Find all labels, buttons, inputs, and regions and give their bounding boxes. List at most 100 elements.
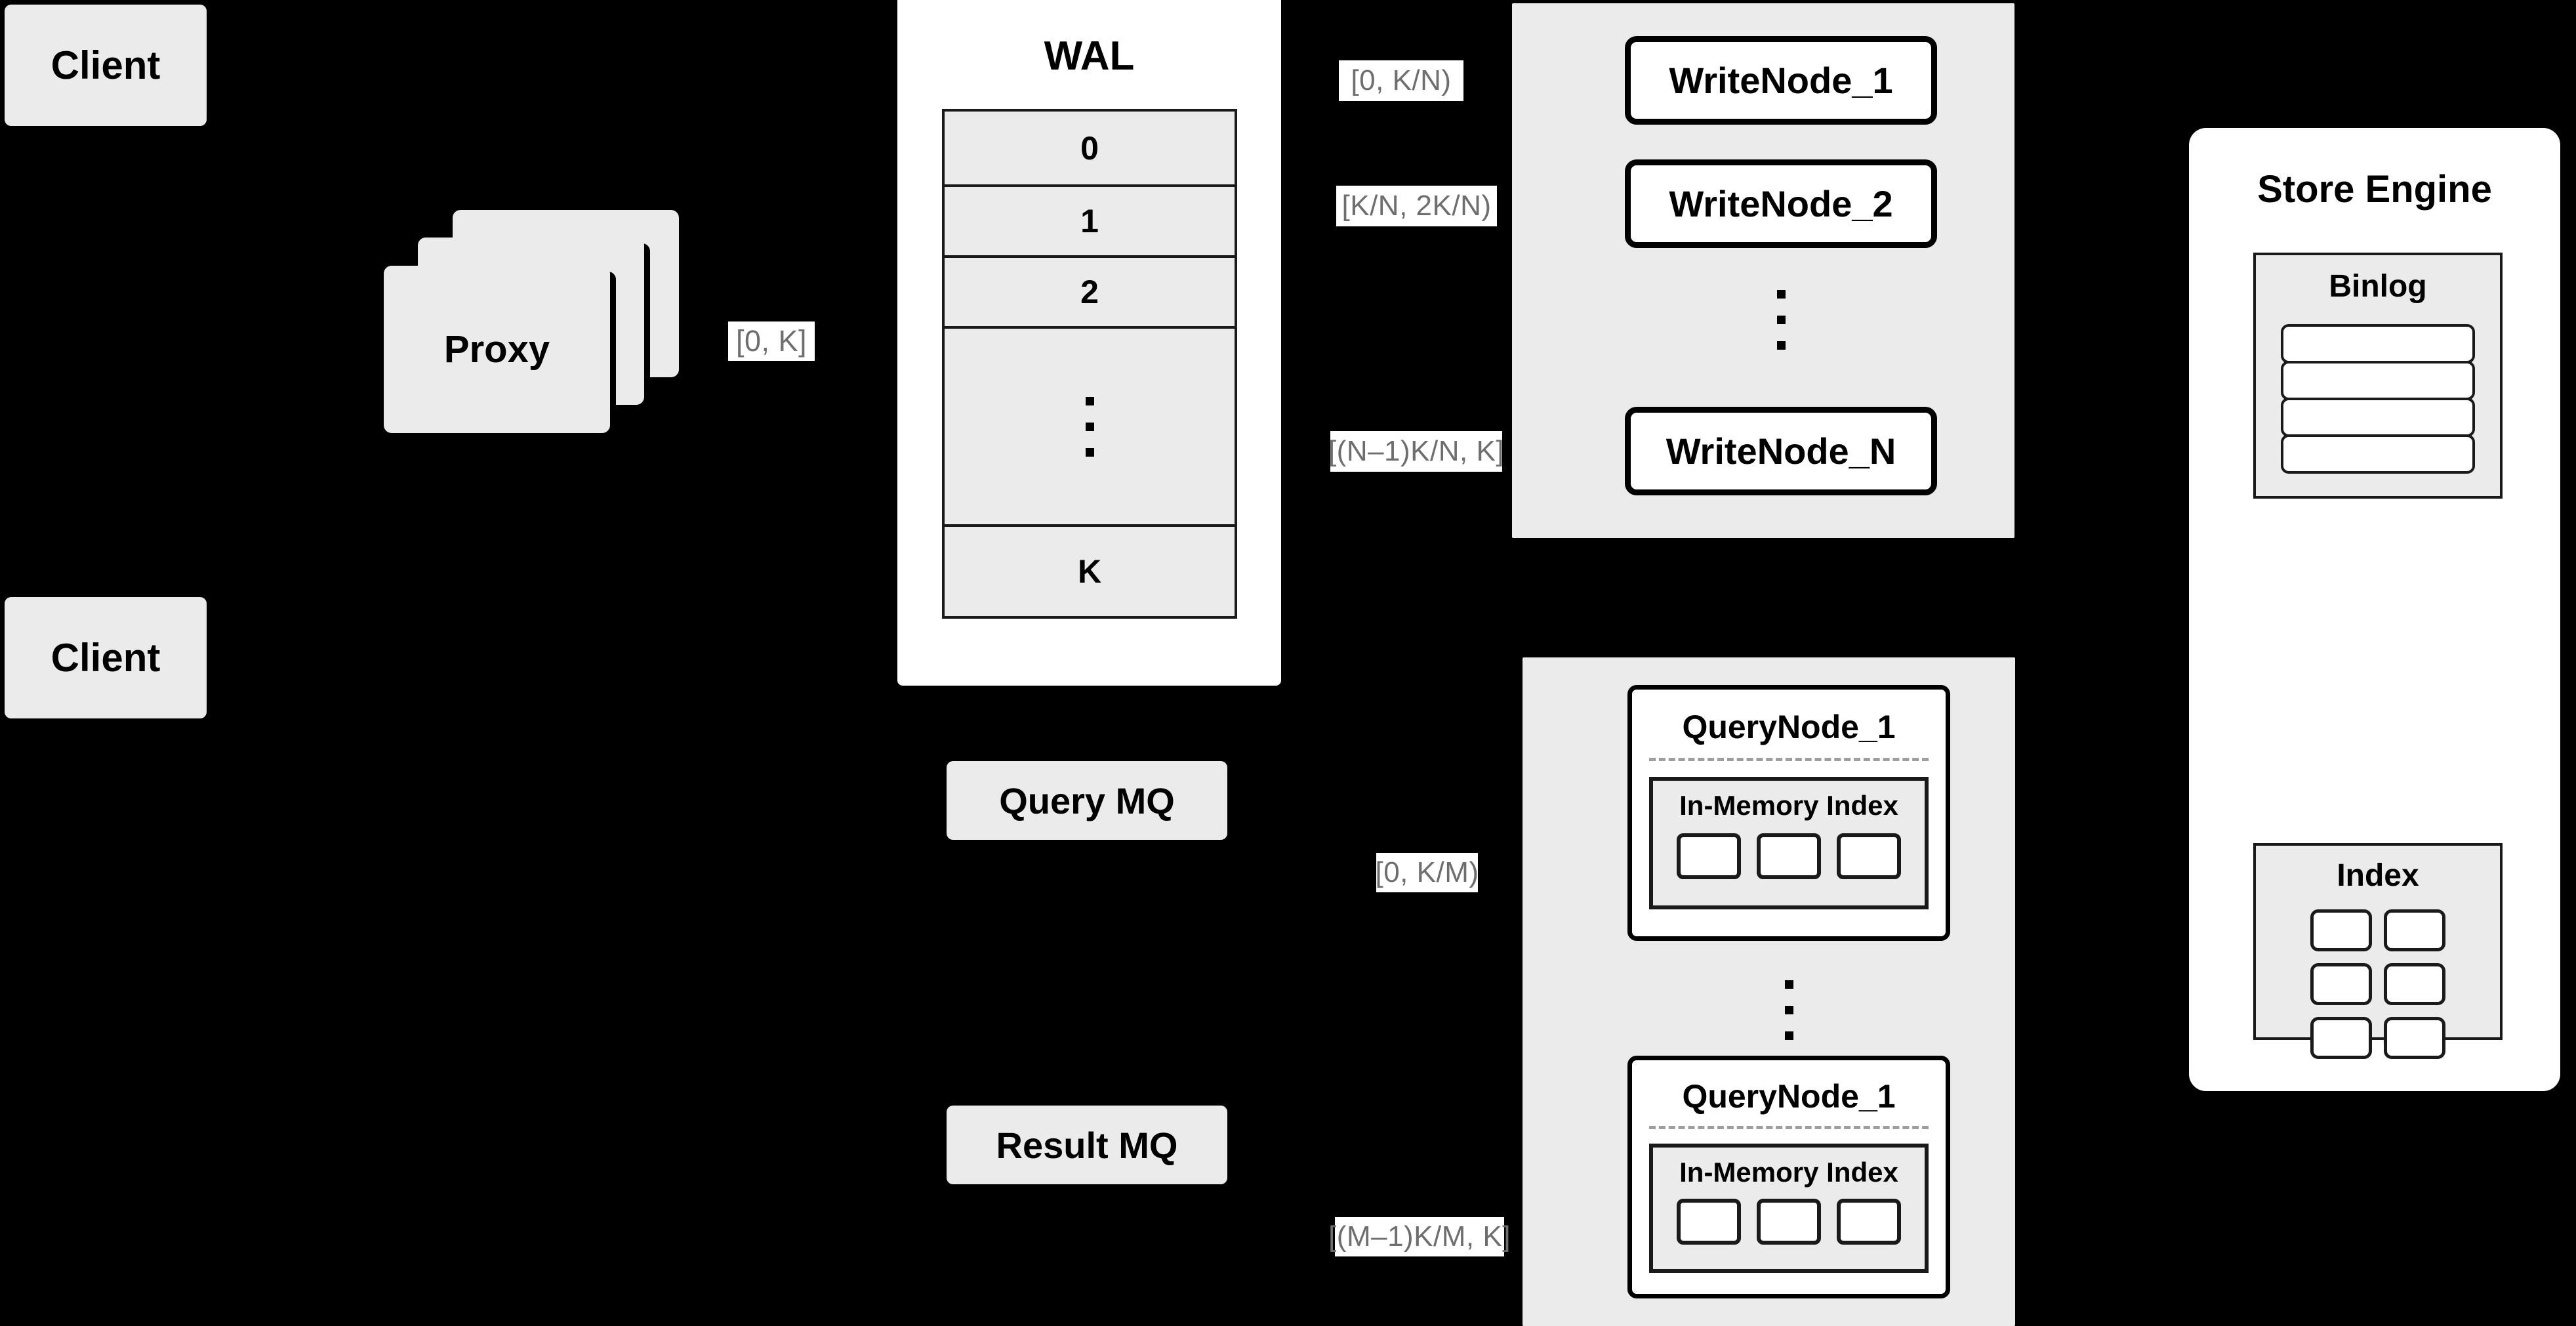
query-node-1-title-text: QueryNode_1 <box>1682 709 1896 745</box>
index-cell-6[interactable] <box>2384 1017 2445 1059</box>
range-label-query-m-text: [(M–1)K/M, K] <box>1328 1220 1511 1253</box>
open-arrow-head-index <box>2154 935 2195 972</box>
client-label-1: Client <box>51 43 161 87</box>
query-node-1-index-title: In-Memory Index <box>1653 790 1925 821</box>
query-node-cluster: QueryNode_1 In-Memory Index <box>1523 657 2015 1326</box>
query-cluster-ellipsis <box>1627 956 1950 1064</box>
query-ellipsis-dot-2 <box>1784 1006 1793 1014</box>
index-cell-5[interactable] <box>2310 1017 2372 1059</box>
query-node-1-in-memory-index: In-Memory Index <box>1649 777 1929 909</box>
index-panel: Index <box>2253 843 2503 1059</box>
binlog-row-1[interactable] <box>2281 324 2475 363</box>
wal-cell-2[interactable]: 2 <box>945 258 1235 329</box>
range-label-write-n: [(N–1)K/N, K] <box>1328 431 1505 472</box>
write-cluster-ellipsis <box>1625 266 1937 374</box>
wal-cell-k[interactable]: K <box>945 527 1235 616</box>
query-node-1-index-cell-1[interactable] <box>1677 833 1741 879</box>
write-node-2[interactable]: WriteNode_2 <box>1625 159 1937 248</box>
arrow-to-binlog <box>2099 377 2204 416</box>
query-node-m-index-cell-2[interactable] <box>1757 1199 1821 1245</box>
binlog-title: Binlog <box>2256 268 2500 304</box>
write-node-cluster: WriteNode_1 WriteNode_2 WriteNode_N <box>1512 3 2014 538</box>
index-title-text: Index <box>2337 858 2419 893</box>
query-ellipsis-dot-1 <box>1784 980 1793 989</box>
query-node-m-separator <box>1649 1126 1929 1129</box>
query-mq-label: Query MQ <box>999 779 1175 821</box>
wal-cell-0-label: 0 <box>1080 129 1099 167</box>
query-node-m-index-cell-3[interactable] <box>1837 1199 1901 1245</box>
range-label-write-2-text: [K/N, 2K/N) <box>1341 190 1492 222</box>
query-node-m-index-cell-1[interactable] <box>1677 1199 1741 1245</box>
range-label-query-1-text: [0, K/M) <box>1375 856 1479 888</box>
write-node-n-label: WriteNode_N <box>1666 430 1896 472</box>
write-node-1[interactable]: WriteNode_1 <box>1625 36 1937 125</box>
query-node-m-title-text: QueryNode_1 <box>1682 1078 1896 1115</box>
query-node-m-title: QueryNode_1 <box>1632 1077 1946 1115</box>
proxy-card-front[interactable]: Proxy <box>384 266 610 433</box>
index-cell-2[interactable] <box>2384 909 2445 951</box>
binlog-panel: Binlog <box>2253 253 2503 499</box>
write-ellipsis-dot-1 <box>1776 290 1786 299</box>
wal-cell-2-label: 2 <box>1080 274 1099 310</box>
query-node-1-index-cell-3[interactable] <box>1837 833 1901 879</box>
result-mq-label: Result MQ <box>996 1124 1178 1166</box>
result-mq-box[interactable]: Result MQ <box>947 1106 1227 1184</box>
query-node-1-separator <box>1649 758 1929 761</box>
query-node-1-title: QueryNode_1 <box>1632 708 1946 746</box>
range-label-write-1-text: [0, K/N) <box>1351 64 1452 96</box>
client-label-2: Client <box>51 636 161 680</box>
arrow-line <box>2099 394 2159 398</box>
wal-ellipsis-dot-3 <box>1085 447 1094 457</box>
range-label-proxy-to-wal-text: [0, K] <box>735 324 808 358</box>
binlog-title-text: Binlog <box>2329 269 2427 304</box>
binlog-row-4[interactable] <box>2281 434 2475 474</box>
query-node-1-index-title-text: In-Memory Index <box>1679 790 1898 821</box>
query-node-1-index-cell-2[interactable] <box>1757 833 1821 879</box>
client-box-2[interactable]: Client <box>5 597 207 718</box>
query-node-m[interactable]: QueryNode_1 In-Memory Index <box>1627 1056 1950 1298</box>
range-label-query-m: [(M–1)K/M, K] <box>1328 1217 1510 1256</box>
client-box-1[interactable]: Client <box>5 5 207 126</box>
write-ellipsis-dot-3 <box>1776 341 1786 350</box>
range-label-query-1: [0, K/M) <box>1375 853 1479 892</box>
index-title: Index <box>2256 858 2500 894</box>
wal-title: WAL <box>897 33 1281 79</box>
query-ellipsis-dot-3 <box>1784 1031 1793 1040</box>
query-node-1[interactable]: QueryNode_1 In-Memory Index <box>1627 685 1950 941</box>
store-engine-title: Store Engine <box>2189 167 2560 211</box>
wal-cell-0[interactable]: 0 <box>945 112 1235 187</box>
binlog-row-3[interactable] <box>2281 398 2475 437</box>
wal-cell-1[interactable]: 1 <box>945 187 1235 258</box>
index-cell-4[interactable] <box>2384 963 2445 1005</box>
wal-ellipsis-dot-1 <box>1085 396 1094 405</box>
range-label-write-1: [0, K/N) <box>1339 60 1463 101</box>
store-engine-panel: Store Engine Binlog Index <box>2189 128 2560 1091</box>
store-engine-title-text: Store Engine <box>2257 168 2492 211</box>
proxy-label: Proxy <box>443 328 550 371</box>
wal-ellipsis-dot-2 <box>1085 422 1094 431</box>
query-node-m-in-memory-index: In-Memory Index <box>1649 1144 1929 1273</box>
query-mq-box[interactable]: Query MQ <box>947 761 1227 840</box>
proxy-stack[interactable]: Proxy <box>384 210 692 433</box>
wal-panel: WAL 0 1 2 K <box>897 0 1281 686</box>
write-node-2-label: WriteNode_2 <box>1669 183 1893 224</box>
write-node-1-label: WriteNode_1 <box>1669 60 1893 101</box>
range-label-write-n-text: [(N–1)K/N, K] <box>1328 435 1505 467</box>
query-node-m-index-title: In-Memory Index <box>1653 1157 1925 1188</box>
wal-cell-ellipsis <box>945 329 1235 527</box>
wal-cell-k-label: K <box>1077 553 1102 590</box>
index-cell-3[interactable] <box>2310 963 2372 1005</box>
arrow-line <box>2099 951 2159 955</box>
index-cell-1[interactable] <box>2310 909 2372 951</box>
write-ellipsis-dot-2 <box>1776 316 1786 324</box>
write-node-n[interactable]: WriteNode_N <box>1625 407 1937 495</box>
range-label-write-2: [K/N, 2K/N) <box>1336 186 1497 226</box>
query-node-m-index-title-text: In-Memory Index <box>1679 1157 1898 1188</box>
arrow-to-index <box>2099 934 2204 973</box>
wal-cell-1-label: 1 <box>1080 203 1099 239</box>
open-arrow-head-binlog <box>2154 378 2195 415</box>
binlog-row-2[interactable] <box>2281 361 2475 400</box>
wal-cell-stack: 0 1 2 K <box>942 109 1237 619</box>
wal-title-text: WAL <box>1044 33 1135 79</box>
